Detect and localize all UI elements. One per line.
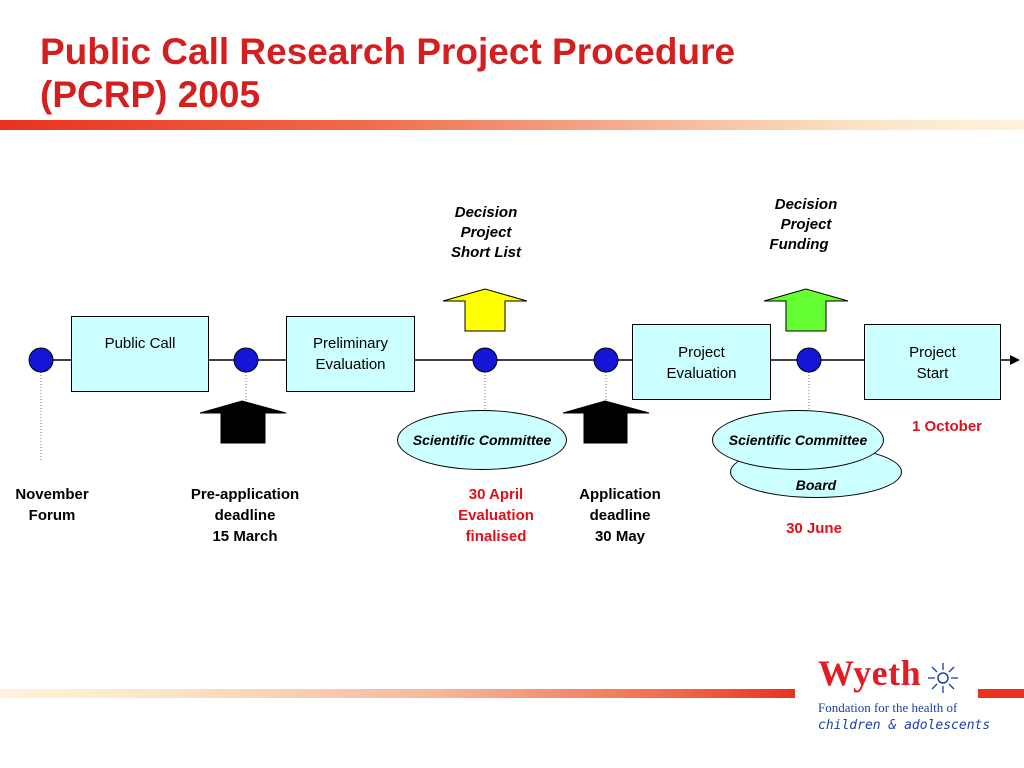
box-project-eval-line-2: Evaluation: [666, 365, 737, 382]
decision-arrow-yellow: [442, 288, 528, 332]
decision-funding: Decision Project Funding: [748, 195, 864, 255]
node-pre-application: [233, 347, 259, 373]
pre-application-line-2: deadline: [214, 507, 276, 524]
box-project-eval-line-1: Project: [678, 344, 725, 361]
label-november-forum: November Forum: [0, 484, 104, 526]
sun-star-icon: [928, 663, 958, 693]
application-line-1: Application: [579, 486, 661, 503]
box-project-start: Project Start: [864, 324, 1001, 400]
box-project-evaluation: Project Evaluation: [632, 324, 771, 400]
scientific-committee-2-label: Scientific Committee: [728, 432, 868, 448]
label-pre-application: Pre-application deadline 15 March: [170, 484, 320, 547]
november-line-1: November: [15, 486, 89, 503]
timeline-arrowhead: [1010, 355, 1020, 365]
scientific-committee-1-label: Scientific Committee: [412, 432, 552, 448]
logo-line-2: children & adolescents: [818, 718, 991, 733]
label-1-october: 1 October: [911, 418, 983, 435]
decision-funding-line-1: Decision: [774, 196, 838, 213]
evaluation-finalised-line-3: finalised: [465, 528, 527, 545]
pre-application-line-1: Pre-application: [190, 486, 300, 503]
box-preliminary-line-2: Evaluation: [315, 356, 386, 373]
box-preliminary-evaluation: Preliminary Evaluation: [286, 316, 415, 392]
title-line-2: (PCRP) 2005: [40, 74, 261, 115]
decision-short-list-line-1: Decision: [454, 204, 518, 221]
november-line-2: Forum: [28, 507, 76, 524]
bottom-divider-bar: [0, 689, 795, 698]
ellipse-scientific-committee-1: Scientific Committee: [397, 410, 567, 470]
bottom-divider-bar-right: [978, 689, 1024, 698]
decision-short-list-line-3: Short List: [451, 244, 521, 261]
ellipse-scientific-committee-2: Scientific Committee: [712, 410, 884, 470]
application-line-3: 30 May: [594, 528, 646, 545]
box-project-start-line-1: Project: [909, 344, 956, 361]
box-preliminary-line-1: Preliminary: [312, 335, 388, 352]
decision-funding-line-3: Funding: [769, 236, 829, 253]
decision-funding-line-2: Project: [780, 216, 832, 233]
logo-brand: Wyeth: [818, 653, 922, 693]
title-line-1: Public Call Research Project Procedure: [40, 31, 736, 72]
node-funding: [796, 347, 822, 373]
label-30-june: 30 June: [786, 520, 842, 537]
pre-application-line-3: 15 March: [212, 528, 278, 545]
box-public-call: Public Call: [71, 316, 209, 392]
decision-arrow-green: [763, 288, 849, 332]
board-label: Board: [795, 477, 837, 493]
decision-short-list-line-2: Project: [460, 224, 512, 241]
decision-short-list: Decision Project Short List: [426, 203, 546, 263]
evaluation-finalised-line-2: Evaluation: [458, 507, 534, 524]
node-november: [28, 347, 54, 373]
application-line-2: deadline: [589, 507, 651, 524]
box-public-call-label: Public Call: [104, 335, 176, 352]
logo-line-1: Fondation for the health of: [818, 700, 958, 715]
box-project-start-line-2: Start: [916, 365, 949, 382]
top-divider-bar: [0, 120, 1024, 130]
deadline-arrow-application: [562, 400, 650, 444]
label-evaluation-finalised: 30 April Evaluation finalised: [436, 484, 556, 547]
page-title: Public Call Research Project Procedure (…: [40, 30, 1000, 116]
evaluation-finalised-line-1: 30 April: [468, 486, 524, 503]
node-short-list: [472, 347, 498, 373]
label-application-deadline: Application deadline 30 May: [560, 484, 680, 547]
deadline-arrow-pre-application: [199, 400, 287, 444]
node-application: [593, 347, 619, 373]
